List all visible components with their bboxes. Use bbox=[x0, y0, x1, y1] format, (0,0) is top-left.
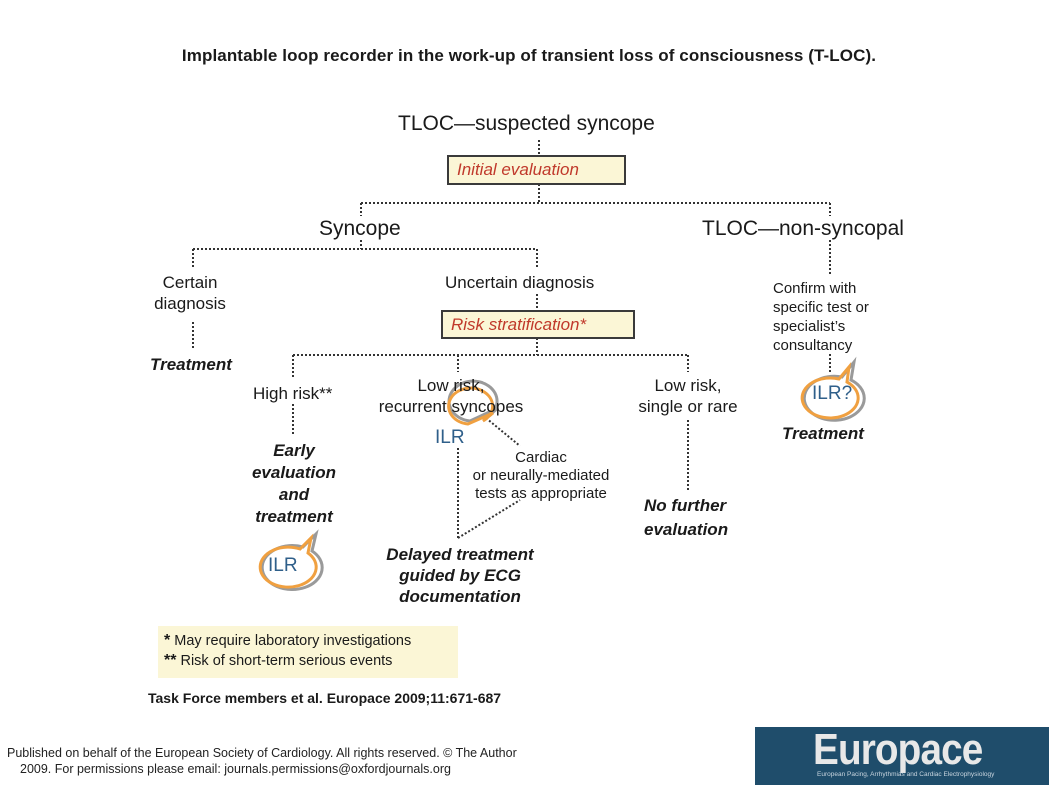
low-single-line-1: Low risk, bbox=[654, 376, 722, 395]
logo-wordmark: Europace bbox=[813, 727, 983, 774]
node-certain-diagnosis: Certain diagnosis bbox=[138, 272, 242, 314]
node-delayed-treatment: Delayed treatment guided by ECG document… bbox=[370, 544, 550, 607]
delayed-line-3: documentation bbox=[399, 587, 521, 606]
node-no-further: No further evaluation bbox=[644, 494, 728, 542]
delayed-line-2: guided by ECG bbox=[399, 566, 521, 585]
low-recurrent-line-1: Low risk, bbox=[417, 376, 485, 395]
publication-notice: Published on behalf of the European Soci… bbox=[7, 745, 517, 777]
confirm-line-3: specialist’s bbox=[773, 318, 846, 335]
node-treatment-right: Treatment bbox=[782, 424, 864, 443]
cardiac-line-1: Cardiac bbox=[515, 449, 567, 466]
legend-symbol-2: ** bbox=[164, 652, 177, 669]
citation: Task Force members et al. Europace 2009;… bbox=[148, 690, 502, 706]
cardiac-line-3: tests as appropriate bbox=[475, 485, 607, 502]
legend-text-2: Risk of short-term serious events bbox=[180, 653, 393, 669]
europace-logo: Europace European Pacing, Arrhythmias an… bbox=[755, 727, 1049, 785]
certain-line-1: Certain bbox=[162, 273, 218, 292]
node-initial-evaluation: Initial evaluation bbox=[447, 155, 626, 185]
early-line-3: and bbox=[278, 485, 310, 504]
node-confirm: Confirm with specific test or specialist… bbox=[773, 279, 869, 355]
node-non-syncopal: TLOC—non-syncopal bbox=[702, 217, 904, 240]
legend-text-1: May require laboratory investigations bbox=[174, 633, 412, 649]
legend-item-1: * May require laboratory investigations bbox=[164, 631, 458, 651]
certain-line-2: diagnosis bbox=[154, 294, 226, 313]
legend-box: * May require laboratory investigations … bbox=[158, 626, 458, 678]
node-syncope: Syncope bbox=[319, 217, 401, 240]
node-uncertain-diagnosis: Uncertain diagnosis bbox=[445, 273, 595, 292]
node-high-risk: High risk** bbox=[253, 384, 333, 403]
confirm-line-1: Confirm with bbox=[773, 280, 857, 297]
node-risk-stratification: Risk stratification* bbox=[441, 310, 635, 339]
no-further-line-1: No further bbox=[644, 496, 727, 515]
node-low-risk-single: Low risk, single or rare bbox=[622, 375, 754, 417]
publication-line-2: 2009. For permissions please email: jour… bbox=[20, 762, 451, 776]
legend-item-2: ** Risk of short-term serious events bbox=[164, 651, 458, 671]
early-line-1: Early bbox=[273, 441, 315, 460]
ilr-bubble-mid-icon bbox=[447, 379, 499, 426]
early-line-2: evaluation bbox=[251, 463, 337, 482]
ilr-label-left: ILR bbox=[268, 555, 298, 576]
node-early-evaluation: Early evaluation and treatment bbox=[240, 440, 348, 528]
ilr-bubble-right-icon bbox=[800, 356, 866, 422]
confirm-line-4: consultancy bbox=[773, 337, 853, 354]
delayed-line-1: Delayed treatment bbox=[386, 545, 534, 564]
early-line-4: treatment bbox=[255, 507, 333, 526]
publication-line-1: Published on behalf of the European Soci… bbox=[7, 746, 517, 760]
low-single-line-2: single or rare bbox=[638, 397, 738, 416]
node-low-risk-recurrent: Low risk, recurrent syncopes bbox=[360, 375, 542, 417]
no-further-line-2: evaluation bbox=[644, 520, 729, 539]
ilr-bubble-left-icon bbox=[258, 529, 324, 592]
logo-subtitle: European Pacing, Arrhythmias and Cardiac… bbox=[817, 771, 995, 778]
cardiac-line-2: or neurally-mediated bbox=[472, 467, 610, 484]
node-cardiac-tests: Cardiac or neurally-mediated tests as ap… bbox=[458, 449, 624, 503]
node-root: TLOC—suspected syncope bbox=[398, 112, 655, 135]
ilr-label-right: ILR? bbox=[812, 383, 853, 404]
ilr-label-mid: ILR bbox=[435, 427, 465, 448]
confirm-line-2: specific test or bbox=[773, 299, 869, 316]
low-recurrent-line-2: recurrent syncopes bbox=[378, 397, 524, 416]
legend-symbol-1: * bbox=[164, 632, 171, 649]
node-treatment-left: Treatment bbox=[150, 355, 232, 374]
figure-title: Implantable loop recorder in the work-up… bbox=[181, 46, 877, 65]
